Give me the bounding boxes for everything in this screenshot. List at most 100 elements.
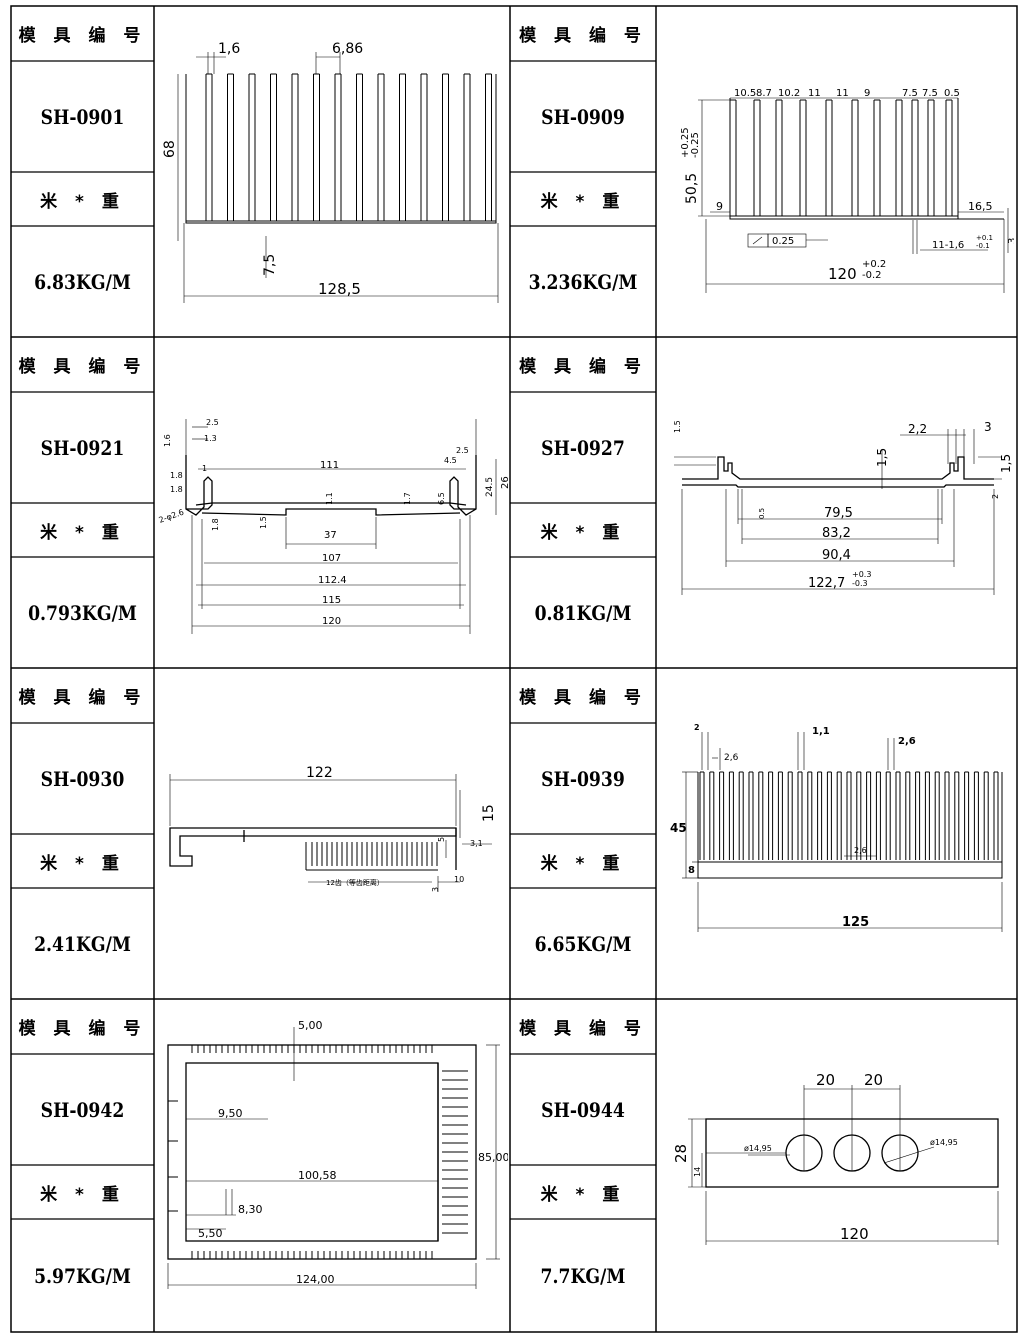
meter-weight-value: 6.83KG/M [34,269,131,294]
dim-fin-pitch: 6,86 [332,41,363,57]
dim-b: 2,6 [724,753,739,763]
meter-weight-label: 米 * 重 [540,853,626,874]
dim-w2: 112.4 [318,575,347,586]
dim-d2: 1.6 [163,434,172,447]
dim-height: 85,00 [478,1151,508,1164]
dim-w3: 115 [322,595,341,606]
mold-number-label: 模 具 编 号 [18,26,147,46]
dim-t2: 1.7 [403,492,412,505]
dim-f: 0.5 [758,508,766,519]
meter-weight-label: 米 * 重 [540,1184,626,1205]
dim-b: 3 [984,420,992,434]
dim-hole-left: ø14,95 [744,1144,772,1153]
profile-drawing-sh-0927: 2,2 3 1,5 1.5 1,5 0.5 2 79,5 83,2 90,4 1… [658,339,1014,670]
dim-d6: 1 [202,464,207,473]
dim-half-height: 14 [693,1167,702,1177]
mold-code: SH-0909 [541,104,625,129]
dim-width: 124,00 [296,1273,335,1286]
dim-w2: 83,2 [822,526,851,541]
mold-number-label: 模 具 编 号 [519,688,647,708]
meter-weight-label: 米 * 重 [540,522,626,543]
dim-d1: 2.5 [206,418,219,427]
dim-top: 111 [320,460,339,471]
dim-fin-spec: 11-1,6 [932,240,964,251]
dim-e: 5,50 [198,1227,223,1240]
meter-weight-value: 6.65KG/M [534,931,632,956]
dim-height: 45 [670,821,687,835]
mold-code: SH-0930 [40,766,125,791]
meter-weight-value: 2.41KG/M [34,931,131,956]
dim-t5: 6.5 [437,492,446,505]
dim-e: 1,5 [999,454,1013,473]
mold-code: SH-0939 [541,766,625,791]
dim-tol-minus: -0.3 [852,579,868,588]
dim-w3: 90,4 [822,548,851,563]
dim-h2: 26 [500,476,508,489]
dim-d: 1.5 [673,420,682,433]
dim-a: 2 [694,723,700,732]
dim-fin-h: 5 [437,837,446,842]
dim-w1: 107 [322,553,341,564]
dim-top-spacing: 10.5 [734,88,756,99]
dim-height: 50,5 [684,173,700,204]
dim-fin-thickness: 1,6 [218,41,240,57]
mold-code: SH-0901 [40,104,125,129]
dim-fin-label: 12齿（等齿距离） [326,878,384,887]
dim-d: 2,6 [898,736,916,747]
dim-c: 100,58 [298,1169,337,1182]
dim-c: 1,5 [875,448,889,467]
dim-c: 1,1 [812,726,830,737]
meter-weight-value: 5.97KG/M [34,1263,131,1288]
dim-width: 122 [306,765,333,781]
dim-a: 5,00 [298,1019,323,1032]
meter-weight-label: 米 * 重 [40,191,125,212]
meter-weight-value: 7.7KG/M [540,1263,626,1288]
mold-number-label: 模 具 编 号 [18,688,147,708]
dim-height-tol-plus: +0.25 [680,127,691,158]
dim-spacing-1: 20 [816,1071,835,1089]
dim-height: 28 [672,1144,690,1163]
meter-weight-value: 3.236KG/M [528,269,638,294]
meter-weight-value: 0.81KG/M [534,600,632,625]
dim-base: 8 [688,865,695,876]
dim-width: 120 [828,265,857,283]
mold-code: SH-0944 [541,1097,625,1122]
profile-drawing-sh-0921: 2.5 1.6 1.3 1.8 1.8 1 2-φ2.6 111 1.1 1.7… [156,339,513,670]
dim-top-spacing: 7.5 [902,88,918,99]
dim-tol-plus: +0.3 [852,570,871,579]
dim-edge: 3,1 [470,839,483,848]
profile-drawing-sh-0939: 2 2,6 1,1 2,6 45 8 2,6 125 [658,670,1014,1001]
dim-width: 125 [842,915,869,930]
dim-top-spacing: 7.5 [922,88,938,99]
dim-top-spacing: 8.7 [756,88,772,99]
mold-number-label: 模 具 编 号 [519,1019,647,1039]
dim-h1: 24.5 [485,477,495,497]
dim-a: 2,2 [908,422,927,436]
mold-code: SH-0927 [541,435,625,460]
dim-height-tol-minus: -0.25 [690,132,701,158]
profile-drawing-sh-0944: 20 20 ø14,95 ø14,95 28 14 120 [658,1001,1014,1333]
dim-right: 10 [454,875,464,884]
mold-number-label: 模 具 编 号 [519,26,647,46]
mold-code: SH-0942 [40,1097,125,1122]
dim-width: 128,5 [318,280,361,298]
dim-width: 120 [840,1225,869,1243]
dim-base: 7,5 [262,254,278,276]
dim-flatness: 0.25 [772,236,794,247]
dim-d: 8,30 [238,1203,263,1216]
dim-hole-right: ø14,95 [930,1138,958,1147]
dim-slot: 37 [324,530,337,541]
dim-height: 68 [162,140,178,158]
dim-top-spacing: 9 [864,88,870,99]
dim-d3: 1.3 [204,434,217,443]
dim-gap: 2,6 [854,846,867,855]
profile-drawing-sh-0909: 10.5 8.7 10.2 11 11 9 7.5 7.5 0.5 50,5 +… [658,8,1018,339]
profile-drawing-sh-0942: 5,00 9,50 100,58 8,30 5,50 85,00 124,00 [156,1001,510,1333]
dim-t1: 1.1 [325,492,334,505]
profile-drawing-sh-0930: 122 15 5 3,1 12齿（等齿距离） 10 3 [156,670,508,1001]
dim-base: 3 [1007,238,1014,244]
dim-fin-tol-minus: -0.1 [976,242,990,250]
mold-number-label: 模 具 编 号 [18,1019,147,1039]
dim-top-spacing: 10.2 [778,88,800,99]
dim-base: 3 [431,887,440,892]
